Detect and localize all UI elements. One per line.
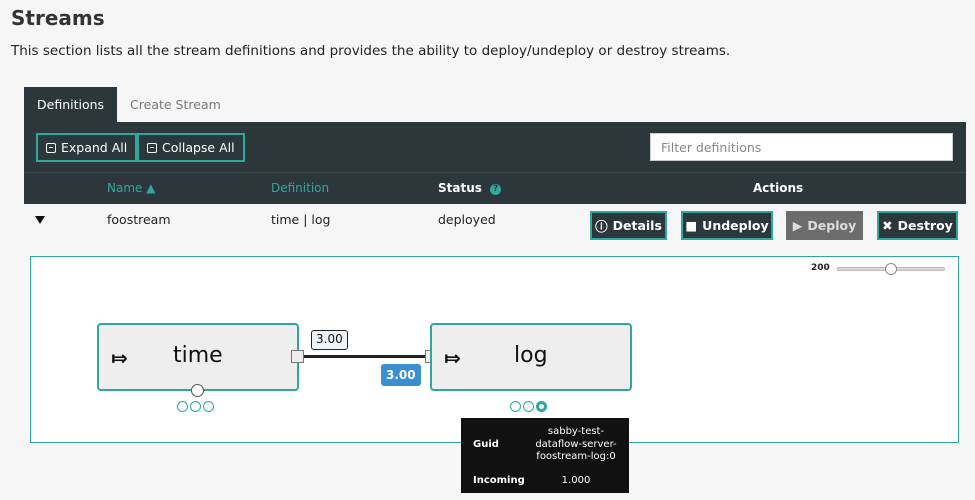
expand-icon [46, 142, 56, 153]
stream-name: foostream [107, 212, 171, 227]
log-node[interactable]: ⤇ log [430, 323, 632, 391]
instance-dot[interactable] [177, 401, 188, 412]
guid-label: Guid [473, 439, 499, 450]
table-header: Name ▲ Definition Status ? Actions [24, 172, 966, 204]
instance-dot[interactable] [523, 401, 534, 412]
instance-dot[interactable] [510, 401, 521, 412]
filter-definitions-input[interactable] [650, 133, 953, 161]
destroy-label: Destroy [897, 218, 953, 233]
sink-arrow-icon: ⤇ [444, 346, 461, 370]
guid-value: sabby-test-dataflow-server-foostream-log… [535, 426, 617, 462]
instance-dot-active[interactable] [536, 401, 547, 412]
source-arrow-icon: ⤇ [111, 346, 128, 370]
tab-create-stream[interactable]: Create Stream [130, 97, 221, 112]
sort-ascending-icon: ▲ [146, 181, 156, 195]
incoming-value: 1.000 [561, 475, 591, 486]
stream-definition: time | log [271, 212, 331, 227]
input-rate-badge: 3.00 [381, 364, 421, 386]
instance-tooltip: Guid sabby-test-dataflow-server-foostrea… [461, 418, 629, 493]
tab-bar: Definitions Create Stream [24, 87, 234, 122]
status-header-label: Status [438, 181, 482, 195]
incoming-label: Incoming [473, 475, 525, 486]
play-icon: ▶ [792, 218, 803, 233]
undeploy-label: Undeploy [702, 218, 769, 233]
page-description: This section lists all the stream defini… [11, 43, 731, 59]
zoom-slider-thumb[interactable] [885, 263, 897, 275]
actions-column-header: Actions [753, 181, 804, 195]
stream-status: deployed [438, 212, 496, 227]
table-row: foostream time | log deployed ⓘ Details … [24, 204, 966, 246]
toolbar: Expand All Collapse All [24, 122, 966, 172]
destroy-button[interactable]: ✖ Destroy [877, 211, 958, 240]
output-rate-badge: 3.00 [311, 330, 348, 350]
time-instance-dots [177, 401, 214, 412]
collapse-all-label: Collapse All [162, 140, 235, 155]
definition-column-header[interactable]: Definition [271, 181, 330, 195]
name-column-header[interactable]: Name ▲ [107, 181, 155, 195]
stream-link [304, 355, 431, 358]
collapse-all-button[interactable]: Collapse All [137, 133, 245, 162]
stream-flow-graph: 200 ⤇ time 3.00 3.00 ⤇ log [30, 256, 959, 443]
collapse-row-caret-icon[interactable] [35, 216, 45, 224]
status-column-header: Status ? [438, 181, 502, 195]
info-icon: ⓘ [595, 219, 608, 234]
deploy-button[interactable]: ▶ Deploy [786, 211, 863, 240]
expand-all-button[interactable]: Expand All [36, 133, 138, 162]
page-title: Streams [11, 6, 105, 30]
time-node-label: time [173, 343, 223, 368]
zoom-slider[interactable] [837, 263, 945, 275]
stop-icon: ■ [685, 218, 698, 233]
undeploy-button[interactable]: ■ Undeploy [681, 211, 773, 240]
log-instance-dots [510, 401, 547, 412]
details-label: Details [612, 218, 662, 233]
log-node-label: log [514, 343, 548, 368]
time-output-port[interactable] [291, 350, 304, 363]
tab-definitions[interactable]: Definitions [24, 87, 118, 122]
close-icon: ✖ [882, 218, 893, 233]
help-icon[interactable]: ? [490, 184, 502, 195]
instance-dot[interactable] [190, 401, 201, 412]
collapse-icon [147, 142, 157, 153]
name-header-label: Name [107, 181, 143, 195]
deploy-label: Deploy [807, 218, 857, 233]
details-button[interactable]: ⓘ Details [590, 211, 667, 240]
expand-all-label: Expand All [61, 140, 128, 155]
time-node[interactable]: ⤇ time [97, 323, 299, 391]
instance-dot[interactable] [203, 401, 214, 412]
time-tap-port[interactable] [191, 384, 204, 397]
zoom-level-label: 200 [811, 263, 830, 273]
